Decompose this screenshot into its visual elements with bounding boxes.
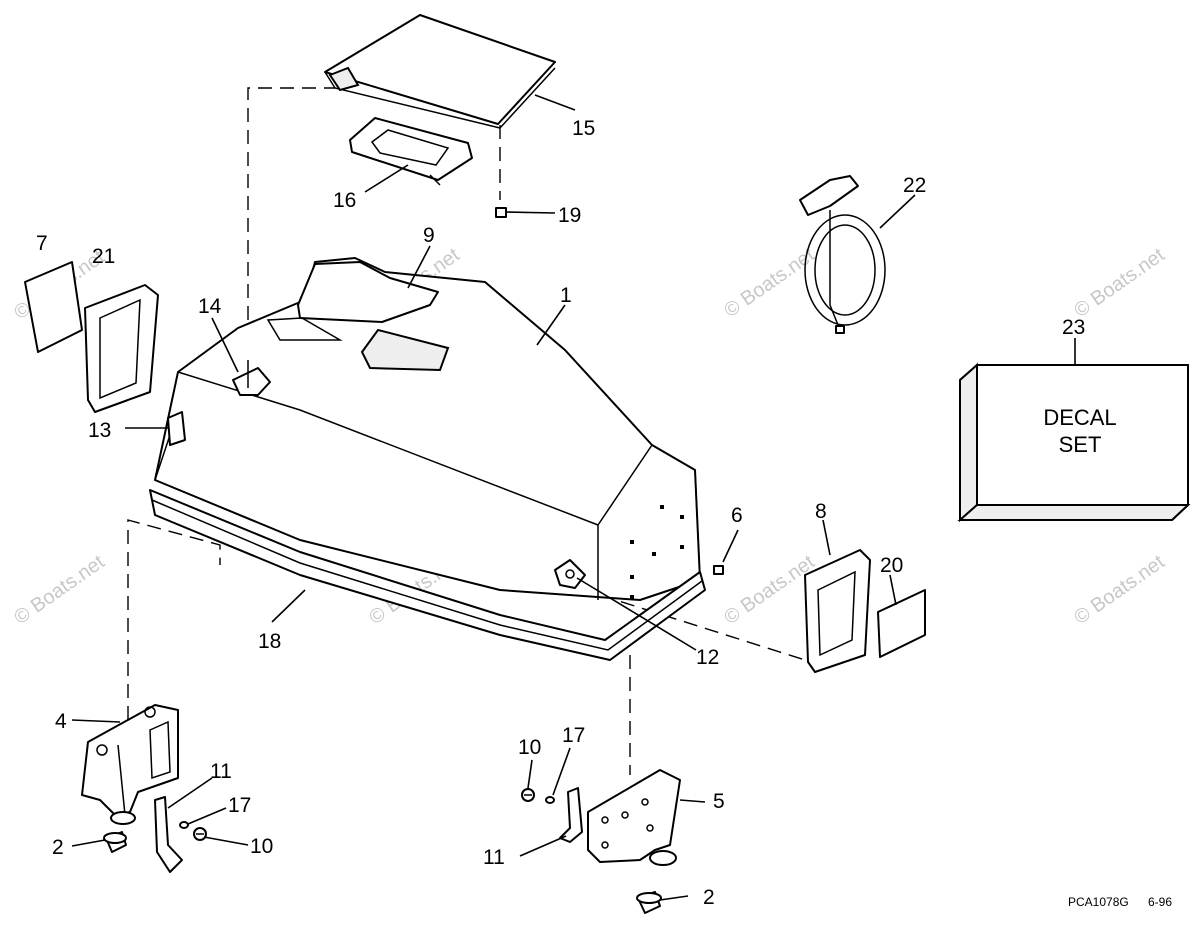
callout-6: 6: [731, 504, 743, 527]
part-8-nameplate-frame[interactable]: [804, 549, 871, 673]
part-16-hood-seal[interactable]: [349, 117, 473, 186]
callout-8: 8: [815, 500, 827, 523]
callout-9: 9: [423, 224, 435, 247]
callout-labels: 1 2 2 4 5 6 7 8 9 10 10 11 11 12 13 14 1…: [36, 117, 1085, 909]
callout-17-left: 17: [228, 794, 251, 817]
part-21-nameplate-frame[interactable]: [84, 284, 159, 413]
callout-leader-lines: [71, 94, 1076, 901]
callout-18: 18: [258, 630, 281, 653]
part-22-starter-rope[interactable]: [799, 175, 886, 334]
callout-11-right: 11: [483, 846, 505, 869]
watermark: © Boats.net: [1070, 244, 1169, 322]
part-5-right-plate[interactable]: [587, 769, 681, 866]
part-7-decal[interactable]: [24, 261, 83, 353]
part-4-left-bracket[interactable]: [81, 704, 179, 825]
part-11-strap-left[interactable]: [154, 796, 183, 873]
watermark: © Boats.net: [720, 551, 819, 629]
callout-10-left: 10: [250, 835, 273, 858]
callout-21: 21: [92, 245, 115, 268]
callout-2-right: 2: [703, 886, 715, 909]
part-12-front-latch[interactable]: [554, 559, 586, 589]
callout-15: 15: [572, 117, 595, 140]
part-10-bolt-left[interactable]: [193, 827, 207, 841]
callout-20: 20: [880, 554, 903, 577]
callout-10-right: 10: [518, 736, 541, 759]
callout-19: 19: [558, 204, 581, 227]
part-17-washer-left[interactable]: [179, 821, 189, 829]
part-23-decal-set-box[interactable]: DECAL SET: [957, 362, 1191, 523]
part-18-lower-seal[interactable]: [149, 489, 706, 661]
decal-set-line1: DECAL: [1043, 405, 1116, 430]
callout-14: 14: [198, 295, 222, 318]
part-13-side-lock[interactable]: [167, 411, 186, 446]
part-6-screw[interactable]: [713, 565, 724, 575]
watermark: © Boats.net: [10, 551, 109, 629]
callout-1: 1: [560, 284, 572, 307]
part-10-bolt-right[interactable]: [521, 788, 535, 802]
callout-7: 7: [36, 232, 48, 255]
part-15-hood-cover[interactable]: [324, 14, 556, 129]
callout-11-left: 11: [210, 760, 232, 783]
decal-set-line2: SET: [1059, 432, 1102, 457]
diagram-footer: PCA1078G 6-96: [1068, 895, 1172, 909]
callout-2-left: 2: [52, 836, 64, 859]
part-1-engine-cover[interactable]: [154, 257, 701, 601]
callout-23: 23: [1062, 316, 1085, 339]
callout-16: 16: [333, 189, 356, 212]
watermark: © Boats.net: [1070, 551, 1169, 629]
diagram-code: PCA1078G: [1068, 895, 1129, 909]
watermark: © Boats.net: [720, 244, 819, 322]
callout-12: 12: [696, 646, 719, 669]
part-20-decal[interactable]: [877, 589, 926, 658]
part-17-washer-right[interactable]: [545, 796, 555, 804]
callout-4: 4: [55, 710, 67, 733]
part-14-latch[interactable]: [232, 360, 271, 396]
part-2-rubber-foot-right[interactable]: [636, 891, 662, 914]
part-19-screw[interactable]: [495, 207, 507, 218]
diagram-date: 6-96: [1148, 895, 1172, 909]
callout-17-right: 17: [562, 724, 585, 747]
callout-13: 13: [88, 419, 111, 442]
callout-22: 22: [903, 174, 926, 197]
part-2-rubber-foot-left[interactable]: [103, 831, 127, 853]
callout-5: 5: [713, 790, 725, 813]
part-11-strap-right[interactable]: [559, 787, 583, 843]
